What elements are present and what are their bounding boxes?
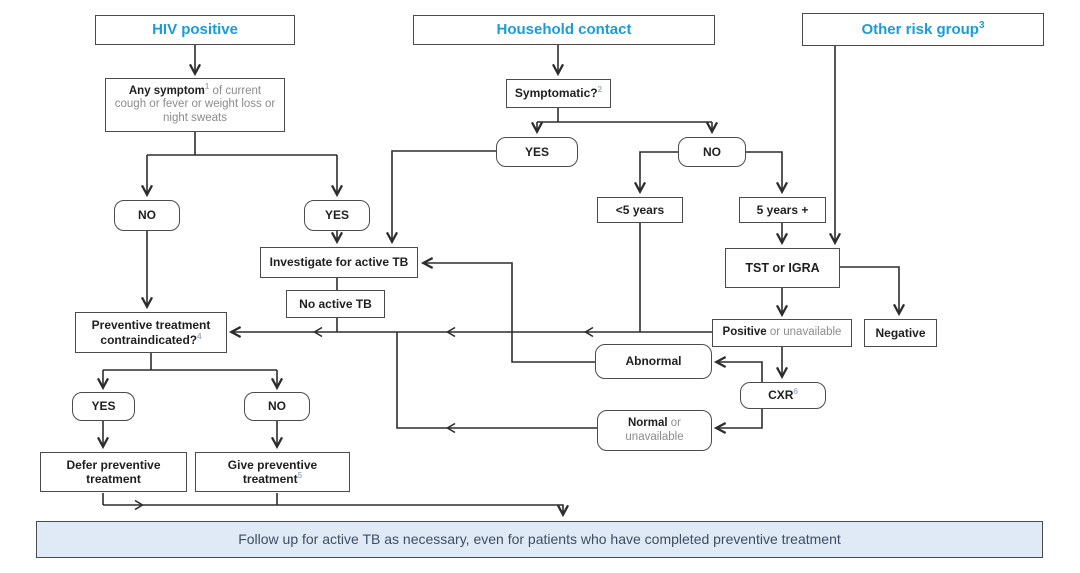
node-no-contraindicated: NO: [244, 392, 310, 421]
investigate-label: Investigate for active TB: [269, 255, 409, 270]
no-household-label: NO: [703, 144, 721, 159]
yes-contra-label: YES: [91, 399, 116, 414]
header-other-label: 3Other risk group3: [861, 19, 985, 38]
node-yes-contraindicated: YES: [72, 392, 135, 421]
node-no-active-tb: No active TB: [286, 290, 385, 318]
footnote-2: 2: [597, 85, 603, 95]
normal-label: Normal or unavailable: [625, 416, 684, 443]
yes-symptom-label: YES: [324, 208, 349, 223]
abnormal-label: Abnormal: [625, 354, 682, 369]
node-under-5-years: <5 years: [597, 197, 683, 223]
header-hiv-label: HIV positive: [152, 21, 238, 39]
node-negative: Negative: [864, 319, 937, 347]
footnote-5: 5: [297, 471, 303, 480]
header-hiv-positive: HIV positive: [95, 15, 295, 45]
symptomatic-label: Symptomatic?2: [514, 85, 603, 101]
node-tst-or-igra: TST or IGRA: [725, 248, 840, 288]
5-years-plus-label: 5 years +: [756, 202, 809, 217]
negative-label: Negative: [875, 325, 926, 340]
footnote-1: 1: [204, 81, 210, 91]
node-symptomatic: Symptomatic?2: [506, 79, 611, 108]
footnote-4: 4: [197, 331, 202, 341]
node-contraindicated: Preventive treatment contraindicated?4: [75, 312, 227, 353]
node-normal-or-unavailable: Normal or unavailable: [597, 410, 712, 451]
any-symptom-rest: of current cough or fever or weight loss…: [114, 84, 276, 124]
header-other-risk-group: 3Other risk group3: [802, 13, 1044, 46]
positive-label: Positive or unavailable: [722, 326, 842, 339]
node-cxr: CXR6: [740, 382, 826, 409]
defer-label: Defer preventive treatment: [66, 457, 161, 486]
node-any-symptom-text: Any symptom1 of current cough or fever o…: [112, 81, 278, 126]
node-no-symptom: NO: [114, 200, 180, 231]
node-yes-symptom: YES: [304, 200, 370, 231]
tst-igra-label: TST or IGRA: [745, 260, 820, 275]
under-5-label: <5 years: [615, 202, 665, 217]
no-symptom-label: NO: [138, 208, 156, 223]
node-yes-household: YES: [496, 137, 578, 167]
node-positive-or-unavailable: Positive or unavailable: [712, 319, 852, 347]
no-active-tb-label: No active TB: [299, 296, 372, 311]
footnote-6: 6: [793, 387, 798, 397]
node-give-preventive-treatment: Give preventive treatment5: [195, 452, 350, 492]
yes-household-label: YES: [524, 144, 549, 159]
no-contra-label: NO: [268, 399, 286, 414]
node-defer-preventive-treatment: Defer preventive treatment: [40, 452, 187, 492]
give-label: Give preventive treatment5: [227, 457, 318, 486]
cxr-label: CXR6: [768, 387, 798, 403]
header-household-label: Household contact: [496, 21, 632, 39]
contraindicated-label: Preventive treatment contraindicated?4: [91, 318, 211, 347]
follow-up-banner-text: Follow up for active TB as necessary, ev…: [238, 531, 841, 548]
node-5-years-plus: 5 years +: [739, 197, 826, 223]
node-investigate-active-tb: Investigate for active TB: [260, 247, 418, 278]
connector-lines: [96, 45, 906, 518]
node-no-household: NO: [678, 137, 746, 167]
header-household-contact: Household contact: [413, 15, 715, 45]
node-any-symptom: Any symptom1 of current cough or fever o…: [105, 78, 285, 132]
footnote-3: 3: [978, 19, 985, 31]
follow-up-banner: Follow up for active TB as necessary, ev…: [36, 521, 1043, 558]
any-symptom-bold: Any symptom: [128, 84, 205, 97]
node-abnormal: Abnormal: [595, 344, 712, 379]
